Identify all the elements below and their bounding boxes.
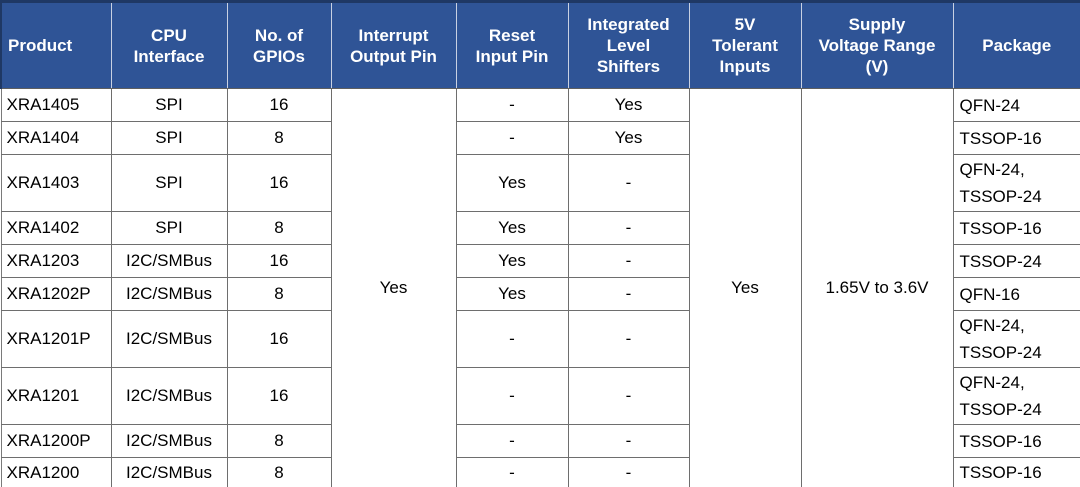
cell-cpu-interface: SPI xyxy=(110,88,228,122)
cell-cpu-interface: I2C/SMBus xyxy=(110,367,228,425)
cell-cpu-interface: I2C/SMBus xyxy=(110,457,228,487)
cell-level-shifters: - xyxy=(567,211,690,245)
table-row: XRA1200 I2C/SMBus 8 - - TSSOP-16 xyxy=(0,457,1080,487)
cell-level-shifters: - xyxy=(567,310,690,368)
cell-product: XRA1402 xyxy=(0,211,112,245)
cell-level-shifters: - xyxy=(567,424,690,458)
cell-product: XRA1201P xyxy=(0,310,112,368)
cell-cpu-interface: SPI xyxy=(110,154,228,212)
col-header-interrupt-output-pin: Interrupt Output Pin xyxy=(330,0,457,89)
cell-5v-tolerant-merged: Yes xyxy=(688,88,802,487)
cell-product: XRA1203 xyxy=(0,244,112,278)
cell-level-shifters: - xyxy=(567,457,690,487)
col-header-cpu-interface: CPU Interface xyxy=(110,0,228,89)
cell-gpios: 16 xyxy=(226,88,332,122)
cell-cpu-interface: I2C/SMBus xyxy=(110,310,228,368)
cell-cpu-interface: I2C/SMBus xyxy=(110,424,228,458)
col-header-5v-tolerant: 5V Tolerant Inputs xyxy=(688,0,802,89)
table-row: XRA1200P I2C/SMBus 8 - - TSSOP-16 xyxy=(0,424,1080,458)
cell-package: QFN-24, TSSOP-24 xyxy=(952,367,1080,425)
table-row: XRA1201 I2C/SMBus 16 - - QFN-24, TSSOP-2… xyxy=(0,367,1080,425)
table-row: XRA1202P I2C/SMBus 8 Yes - QFN-16 xyxy=(0,277,1080,311)
cell-reset-input-pin: - xyxy=(455,121,569,155)
cell-product: XRA1404 xyxy=(0,121,112,155)
cell-reset-input-pin: Yes xyxy=(455,277,569,311)
header-row: Product CPU Interface No. of GPIOs Inter… xyxy=(0,0,1080,89)
cell-package: TSSOP-16 xyxy=(952,457,1080,487)
cell-gpios: 8 xyxy=(226,121,332,155)
cell-level-shifters: Yes xyxy=(567,88,690,122)
table-row: XRA1201P I2C/SMBus 16 - - QFN-24, TSSOP-… xyxy=(0,310,1080,368)
cell-package: TSSOP-16 xyxy=(952,121,1080,155)
cell-supply-voltage-merged: 1.65V to 3.6V xyxy=(800,88,954,487)
cell-reset-input-pin: Yes xyxy=(455,244,569,278)
cell-package: TSSOP-24 xyxy=(952,244,1080,278)
table-row: XRA1405 SPI 16 Yes - Yes Yes 1.65V to 3.… xyxy=(0,88,1080,487)
cell-level-shifters: - xyxy=(567,277,690,311)
table-row: XRA1402 SPI 8 Yes - TSSOP-16 xyxy=(0,211,1080,245)
cell-reset-input-pin: - xyxy=(455,457,569,487)
cell-package: TSSOP-16 xyxy=(952,211,1080,245)
col-header-gpios: No. of GPIOs xyxy=(226,0,332,89)
col-header-supply-voltage: Supply Voltage Range (V) xyxy=(800,0,954,89)
cell-cpu-interface: I2C/SMBus xyxy=(110,244,228,278)
cell-package: QFN-24, TSSOP-24 xyxy=(952,310,1080,368)
cell-cpu-interface: I2C/SMBus xyxy=(110,277,228,311)
cell-reset-input-pin: - xyxy=(455,310,569,368)
cell-product: XRA1200P xyxy=(0,424,112,458)
cell-reset-input-pin: - xyxy=(455,424,569,458)
cell-package: QFN-24 xyxy=(952,88,1080,122)
cell-gpios: 16 xyxy=(226,310,332,368)
table-row: XRA1203 I2C/SMBus 16 Yes - TSSOP-24 xyxy=(0,244,1080,278)
cell-package: QFN-16 xyxy=(952,277,1080,311)
cell-gpios: 8 xyxy=(226,457,332,487)
cell-package: TSSOP-16 xyxy=(952,424,1080,458)
cell-reset-input-pin: Yes xyxy=(455,211,569,245)
cell-gpios: 8 xyxy=(226,211,332,245)
cell-interrupt-output-pin-merged: Yes xyxy=(330,88,457,487)
cell-package: QFN-24, TSSOP-24 xyxy=(952,154,1080,212)
cell-gpios: 8 xyxy=(226,424,332,458)
cell-level-shifters: - xyxy=(567,367,690,425)
col-header-level-shifters: Integrated Level Shifters xyxy=(567,0,690,89)
cell-product: XRA1405 xyxy=(0,88,112,122)
col-header-package: Package xyxy=(952,0,1080,89)
cell-reset-input-pin: - xyxy=(455,367,569,425)
cell-cpu-interface: SPI xyxy=(110,211,228,245)
cell-cpu-interface: SPI xyxy=(110,121,228,155)
cell-product: XRA1200 xyxy=(0,457,112,487)
col-header-product: Product xyxy=(0,0,112,89)
cell-gpios: 8 xyxy=(226,277,332,311)
cell-gpios: 16 xyxy=(226,154,332,212)
cell-product: XRA1202P xyxy=(0,277,112,311)
col-header-reset-input-pin: Reset Input Pin xyxy=(455,0,569,89)
cell-reset-input-pin: - xyxy=(455,88,569,122)
cell-reset-input-pin: Yes xyxy=(455,154,569,212)
cell-product: XRA1201 xyxy=(0,367,112,425)
cell-product: XRA1403 xyxy=(0,154,112,212)
cell-level-shifters: - xyxy=(567,154,690,212)
cell-level-shifters: Yes xyxy=(567,121,690,155)
cell-gpios: 16 xyxy=(226,244,332,278)
cell-gpios: 16 xyxy=(226,367,332,425)
table-row: XRA1404 SPI 8 - Yes TSSOP-16 xyxy=(0,121,1080,155)
cell-level-shifters: - xyxy=(567,244,690,278)
table-row: XRA1403 SPI 16 Yes - QFN-24, TSSOP-24 xyxy=(0,154,1080,212)
